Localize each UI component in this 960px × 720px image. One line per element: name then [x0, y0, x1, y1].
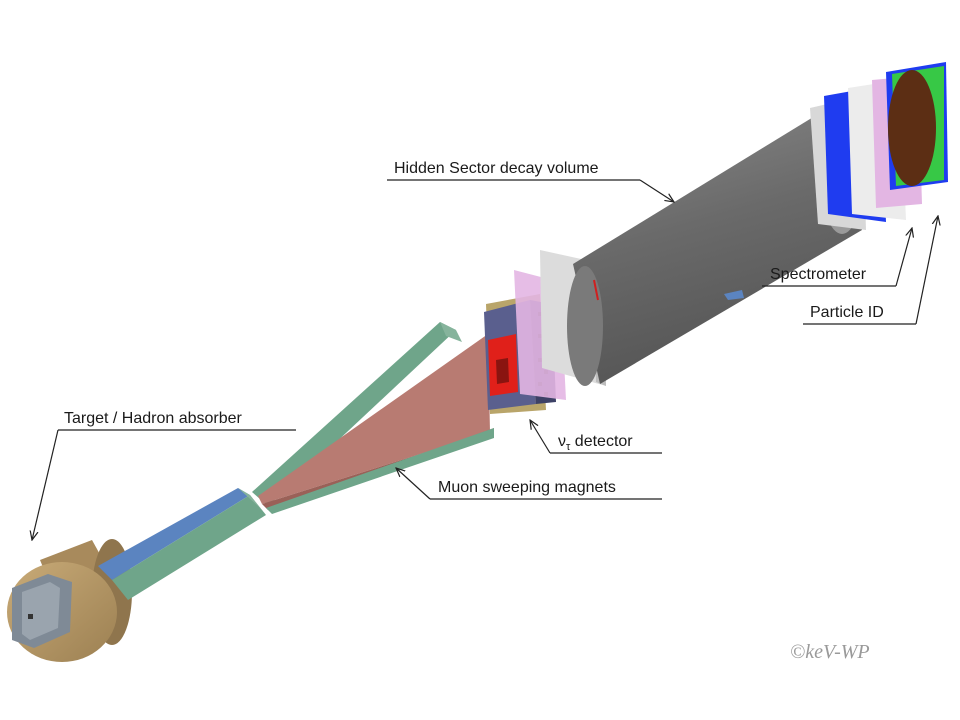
- label-nu-tau-subscript: τ: [566, 441, 571, 453]
- nu-tau-detector: [484, 270, 566, 414]
- target-hadron-absorber: [7, 539, 132, 662]
- label-spectrometer-text: Spectrometer: [770, 266, 867, 283]
- label-nu-tau-rest: detector: [570, 433, 633, 450]
- label-particle-id-text: Particle ID: [810, 304, 884, 321]
- label-nu-tau-symbol: ν: [558, 433, 566, 450]
- label-muon-text: Muon sweeping magnets: [438, 479, 616, 496]
- label-decay-volume-text: Hidden Sector decay volume: [394, 160, 599, 177]
- label-muon-magnets: Muon sweeping magnets: [396, 468, 662, 500]
- label-particle-id: Particle ID: [803, 216, 938, 325]
- label-target-text: Target / Hadron absorber: [64, 410, 243, 427]
- particle-id-calorimeters: [886, 62, 948, 190]
- label-spectrometer: Spectrometer: [762, 228, 912, 287]
- label-nu-tau: ντ detector: [530, 420, 662, 454]
- beam-absorber-block: [98, 488, 266, 600]
- muon-sweeping-magnets: [252, 322, 494, 514]
- label-target: Target / Hadron absorber: [32, 410, 296, 540]
- watermark: ©keV-WP: [790, 641, 870, 663]
- label-nu-tau-text: ντ detector: [558, 433, 633, 453]
- label-decay-volume: Hidden Sector decay volume: [387, 160, 674, 202]
- small-component: [724, 290, 744, 300]
